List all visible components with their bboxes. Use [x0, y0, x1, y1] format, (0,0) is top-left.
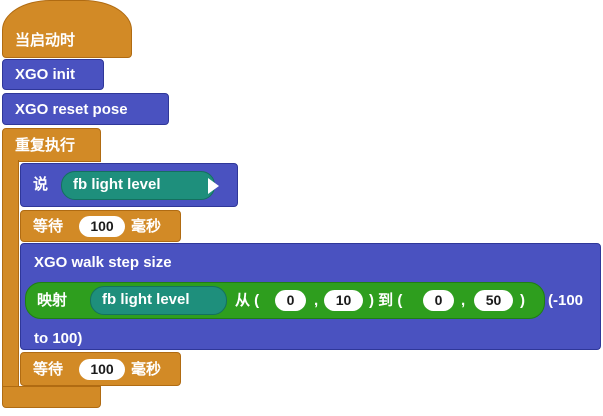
fb-light-level-reporter-map[interactable]: fb light level — [90, 286, 227, 315]
fb-light-level-map-label: fb light level — [102, 291, 190, 308]
wait-ms-input-1[interactable]: 100 — [79, 216, 125, 237]
wait-block-2[interactable]: 等待 100 毫秒 — [20, 352, 181, 386]
from-open-label: 从 ( — [235, 292, 260, 309]
xgo-init-label: XGO init — [15, 66, 75, 83]
wait-label-2: 等待 — [33, 361, 64, 378]
to-max-input[interactable]: 50 — [474, 290, 513, 311]
fb-light-level-label: fb light level — [73, 176, 161, 193]
range-text-line-2: to 100) — [34, 330, 83, 347]
play-triangle-icon — [208, 178, 219, 194]
to-open-label: ) 到 ( — [369, 292, 403, 309]
close-paren: ) — [520, 292, 525, 309]
from-max-input[interactable]: 10 — [324, 290, 363, 311]
when-started-label: 当启动时 — [15, 32, 76, 49]
xgo-reset-pose-label: XGO reset pose — [15, 101, 128, 118]
xgo-reset-pose-block[interactable]: XGO reset pose — [2, 93, 169, 125]
milliseconds-label-2: 毫秒 — [131, 361, 162, 378]
forever-loop-block[interactable]: 重复执行 — [2, 128, 101, 162]
range-text-line-1: (-100 — [548, 292, 584, 309]
say-block[interactable]: 说 fb light level — [20, 163, 238, 207]
comma-2: , — [461, 292, 466, 309]
map-reporter-block[interactable]: 映射 fb light level 从 ( 0 , 10 ) 到 ( 0 , 5… — [25, 282, 545, 319]
wait-block-1[interactable]: 等待 100 毫秒 — [20, 210, 181, 242]
milliseconds-label-1: 毫秒 — [131, 218, 162, 235]
xgo-walk-step-size-block[interactable]: XGO walk step size 映射 fb light level 从 (… — [20, 243, 601, 350]
forever-loop-label: 重复执行 — [15, 137, 76, 154]
fb-light-level-reporter[interactable]: fb light level — [61, 171, 215, 200]
when-started-hat-block[interactable]: 当启动时 — [2, 0, 132, 58]
comma-1: , — [314, 292, 319, 309]
xgo-walk-step-size-label: XGO walk step size — [34, 254, 172, 271]
wait-label-1: 等待 — [33, 218, 64, 235]
from-min-input[interactable]: 0 — [275, 290, 306, 311]
say-label: 说 — [33, 176, 49, 193]
to-min-input[interactable]: 0 — [423, 290, 454, 311]
forever-loop-bottom — [2, 386, 101, 408]
xgo-init-block[interactable]: XGO init — [2, 59, 104, 90]
map-label: 映射 — [37, 292, 68, 309]
wait-ms-input-2[interactable]: 100 — [79, 359, 125, 380]
forever-loop-arm — [2, 160, 19, 392]
